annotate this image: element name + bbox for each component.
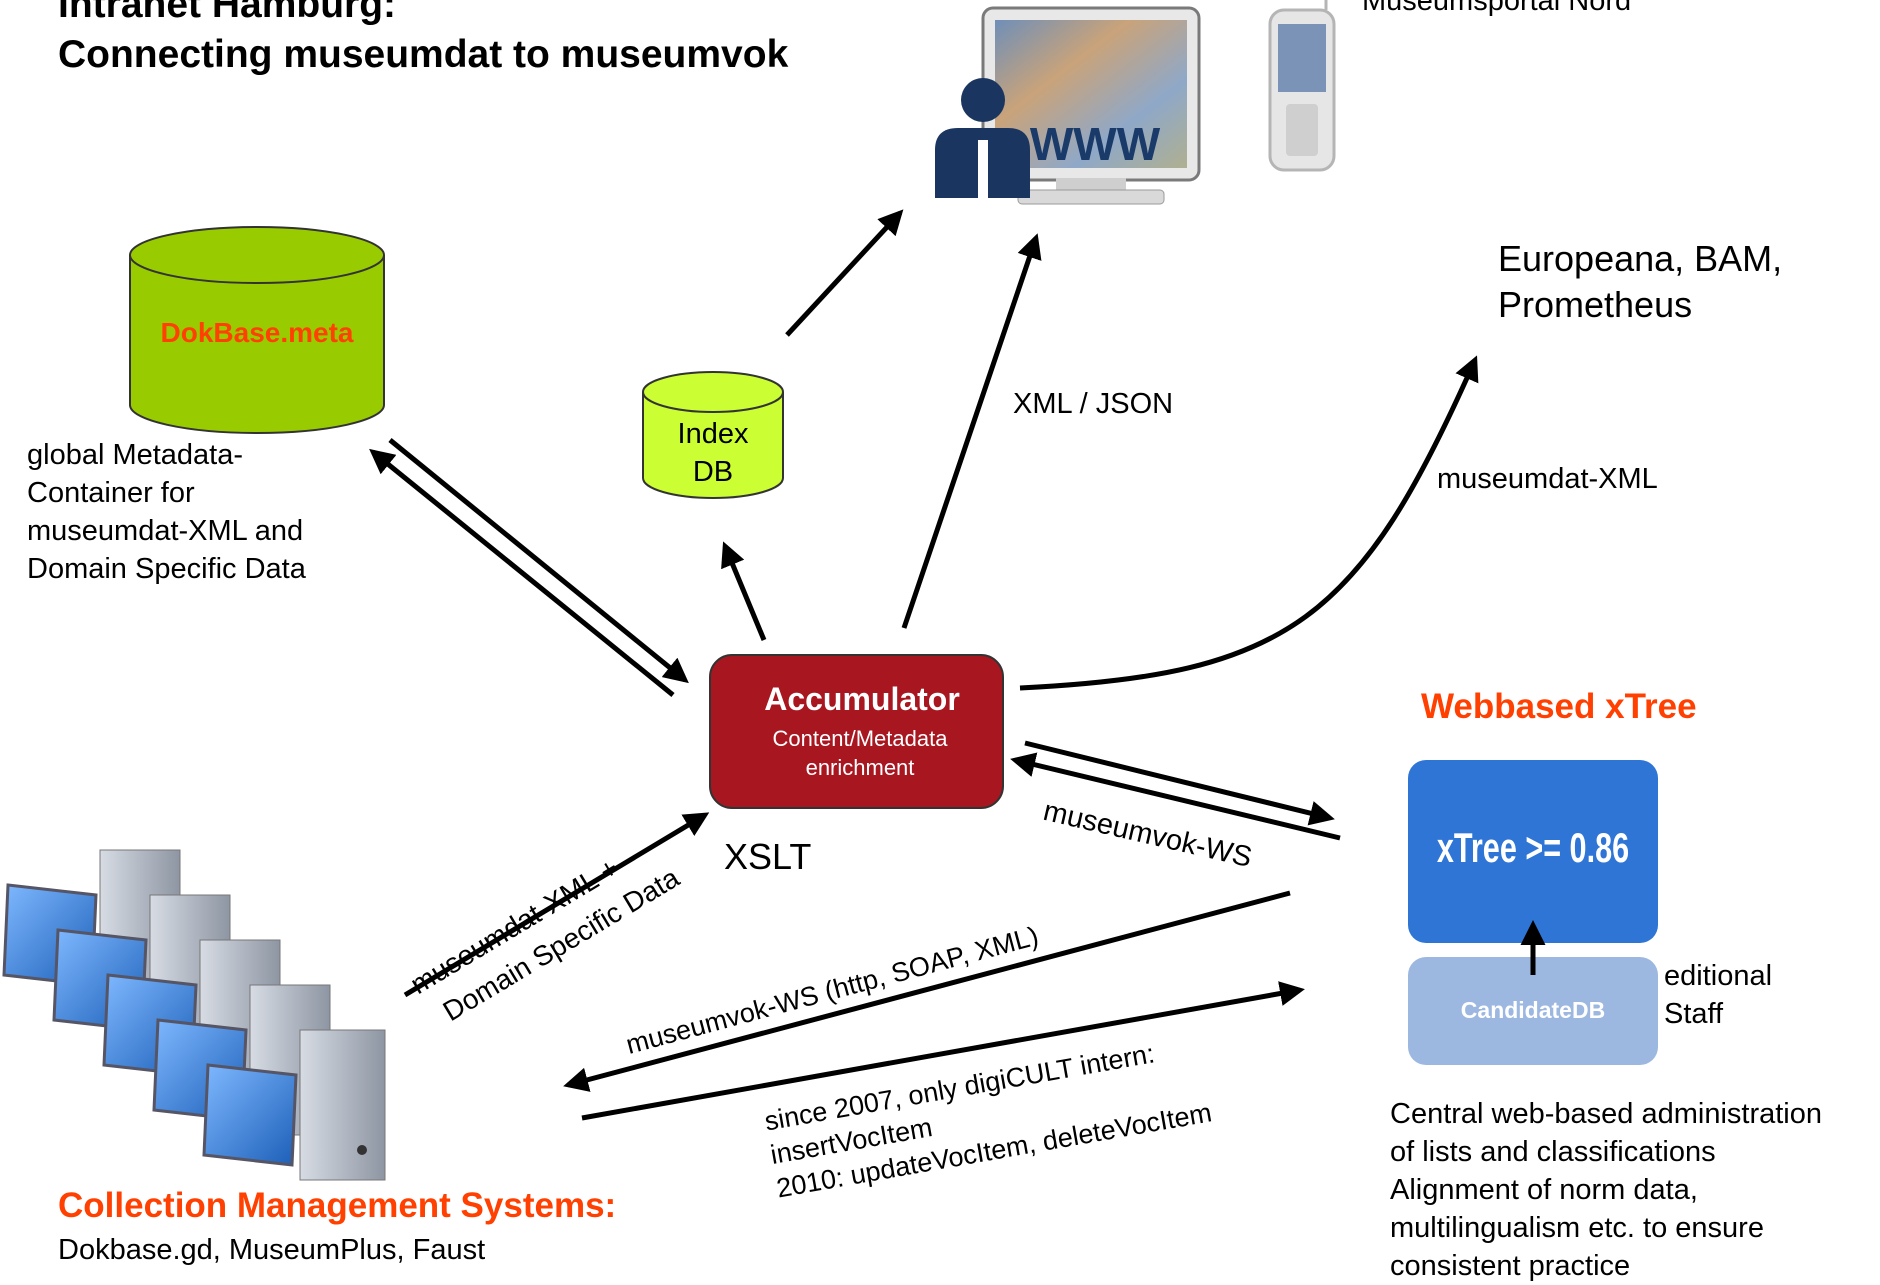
index-db-database: Index DB [642, 371, 784, 499]
accumulator-to-europeana-arrow [1019, 355, 1479, 691]
title-line-2: Connecting museumdat to museumvok [58, 33, 789, 76]
editional-staff-label: editional Staff [1664, 957, 1772, 1033]
portal-label: Museumsportal Nord [1362, 0, 1632, 17]
xtree-to-accumulator-arrow [1010, 752, 1341, 841]
user-icon [935, 78, 1030, 198]
accumulator-title: Accumulator [764, 681, 960, 717]
index-db-line-2: DB [693, 456, 733, 488]
dokbase-database: DokBase.meta [129, 226, 385, 434]
xml-json-label: XML / JSON [1013, 388, 1174, 420]
www-monitor-icon: WWW [981, 6, 1201, 205]
dokbase-desc-line: Container for [27, 477, 195, 509]
diagram-title: Intranet Hamburg: Connecting museumdat t… [58, 0, 788, 80]
xtree-version: xTree >= 0.86 [1437, 824, 1629, 871]
xtree-box: xTree >= 0.86 [1408, 760, 1658, 943]
indexdb-to-web-arrow [785, 209, 904, 337]
targets-label: Europeana, BAM, Prometheus [1498, 236, 1782, 328]
www-text: WWW [1030, 118, 1161, 170]
xtree-desc-line: Alignment of norm data, [1390, 1174, 1698, 1206]
connector-arrows [369, 209, 1479, 1121]
staff-line-2: Staff [1664, 998, 1724, 1030]
dokbase-name: DokBase.meta [161, 317, 354, 348]
cms-to-accumulator-arrow [403, 812, 710, 998]
candidatedb-label: CandidateDB [1461, 997, 1605, 1023]
dokbase-desc-line: Domain Specific Data [27, 553, 306, 585]
candidatedb-box: CandidateDB [1408, 957, 1658, 1065]
cms-to-xtree-arrow [581, 981, 1305, 1121]
xtree-desc-line: Central web-based administration [1390, 1098, 1822, 1130]
computers-icon [2, 849, 386, 1181]
dokbase-description: global Metadata- Container for museumdat… [27, 436, 306, 588]
targets-line-1: Europeana, BAM, [1498, 238, 1783, 279]
xtree-desc-line: of lists and classifications [1390, 1136, 1716, 1168]
museumdat-xml-label: museumdat-XML [1437, 463, 1658, 495]
xtree-to-cms-arrow [563, 890, 1291, 1092]
xtree-heading: Webbased xTree [1421, 687, 1697, 726]
targets-line-2: Prometheus [1498, 284, 1693, 325]
accumulator-to-web-arrow [901, 233, 1042, 629]
mobile-phone-icon [1268, 0, 1336, 172]
index-db-line-1: Index [678, 418, 749, 450]
xslt-label: XSLT [724, 836, 812, 877]
dokbase-desc-line: museumdat-XML and [27, 515, 304, 547]
accumulator-sub-1: Content/Metadata [773, 726, 949, 751]
dokbase-to-accumulator-arrow [388, 438, 689, 684]
accumulator-box: Accumulator Content/Metadata enrichment [709, 654, 1004, 809]
accumulator-to-xtree-arrow [1024, 740, 1335, 826]
xtree-desc-line: consistent practice [1390, 1250, 1631, 1282]
accumulator-sub-2: enrichment [806, 755, 915, 780]
accumulator-to-dokbase-arrow [369, 448, 675, 697]
xtree-desc-line: multilingualism etc. to ensure [1390, 1212, 1764, 1244]
dokbase-desc-line: global Metadata- [27, 439, 244, 471]
staff-line-1: editional [1664, 960, 1773, 992]
title-line-1: Intranet Hamburg: [58, 0, 397, 26]
accumulator-to-indexdb-arrow [721, 541, 767, 641]
cms-systems: Dokbase.gd, MuseumPlus, Faust [58, 1234, 486, 1266]
xtree-description: Central web-based administration of list… [1390, 1095, 1822, 1285]
cms-heading: Collection Management Systems: [58, 1186, 617, 1225]
